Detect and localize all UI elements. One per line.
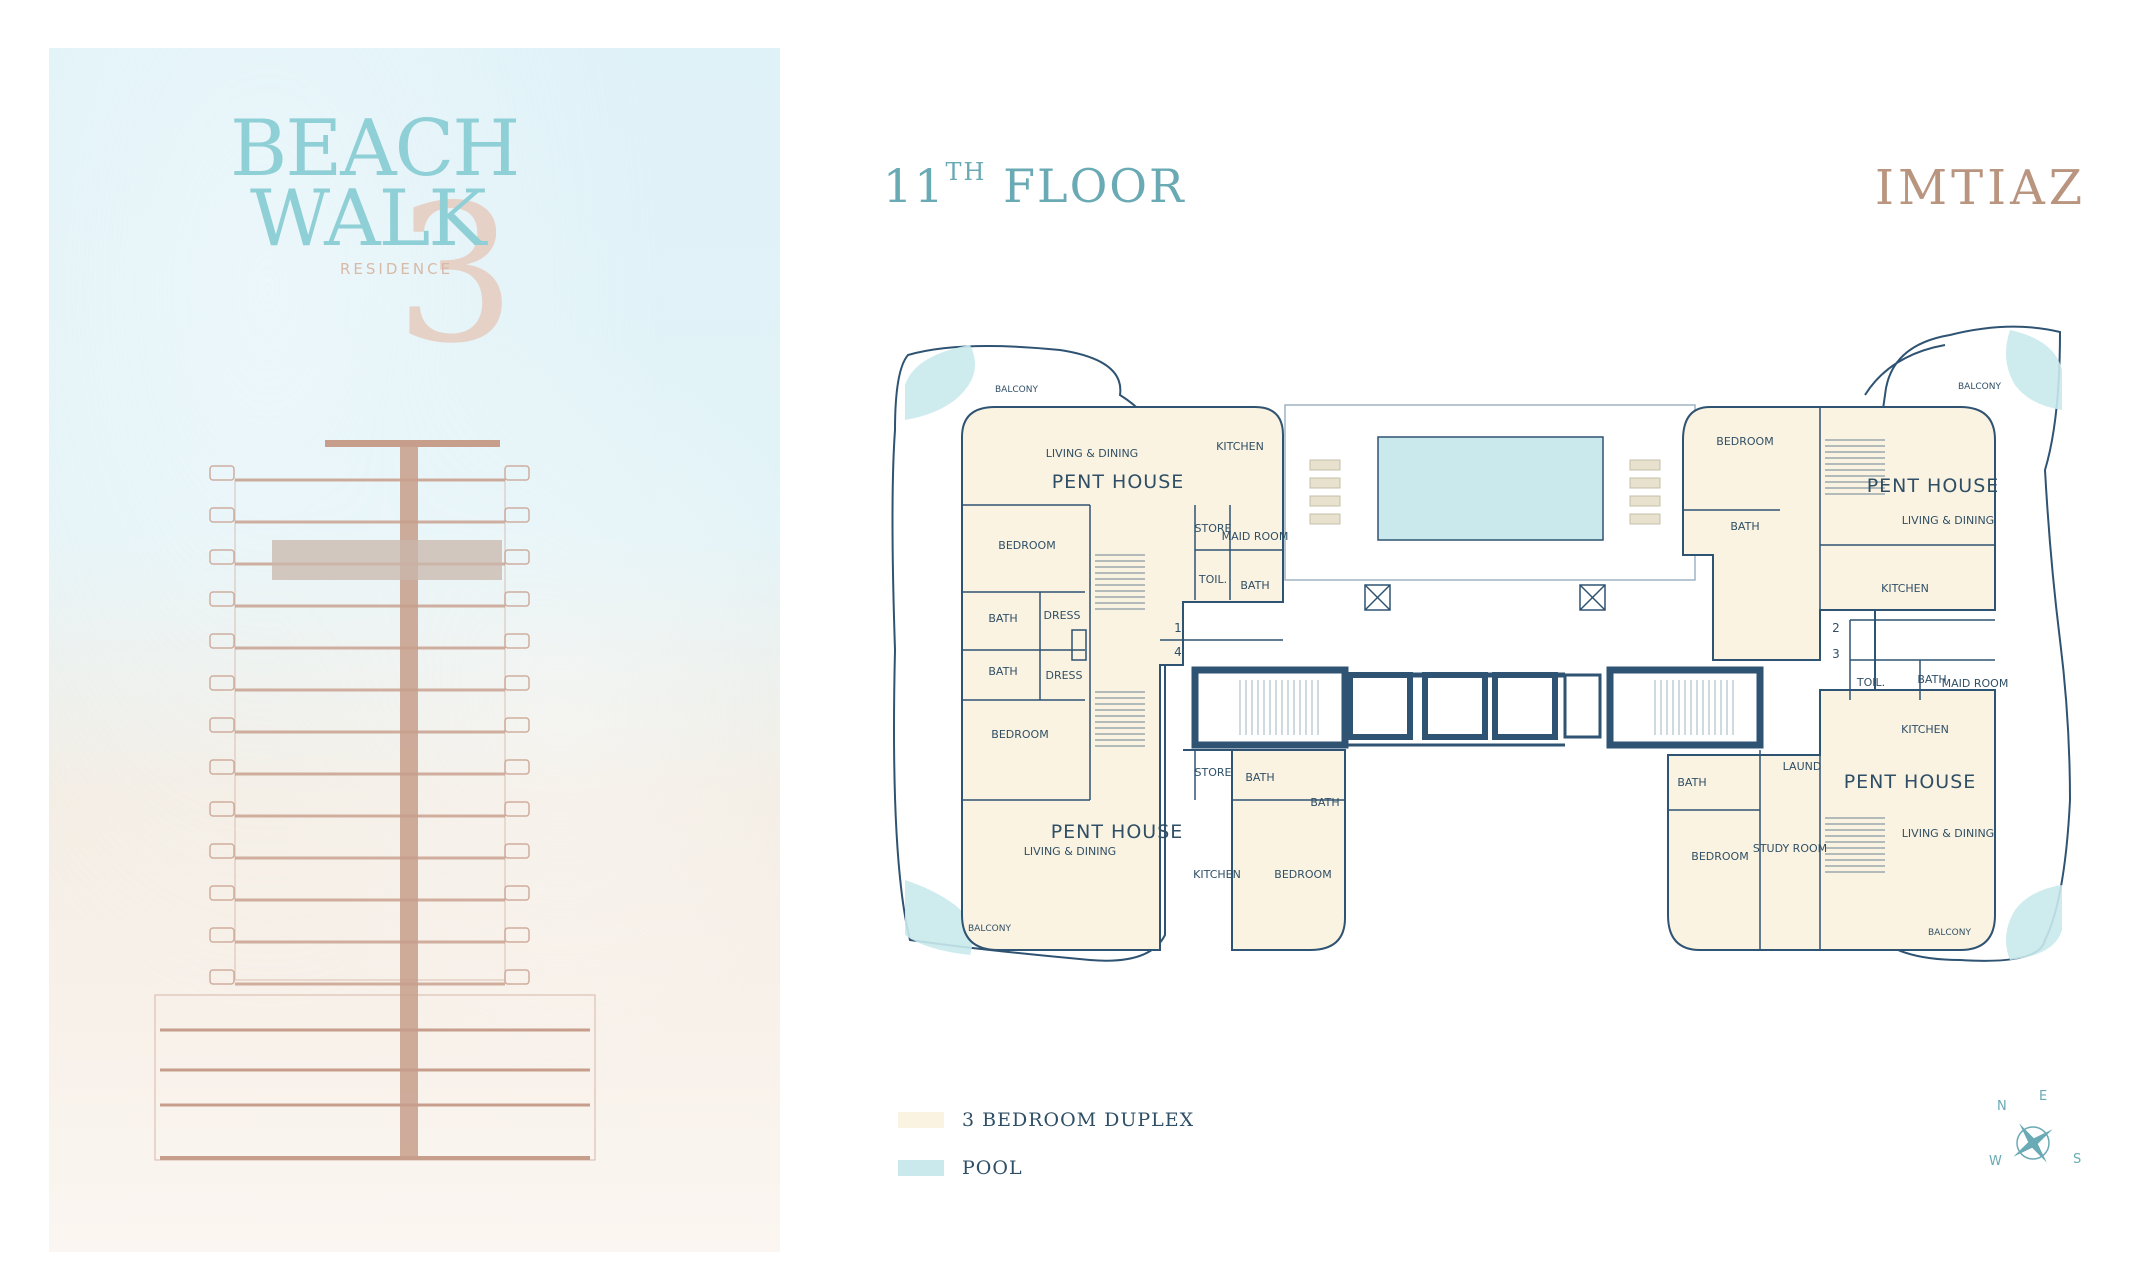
logo-subtitle: RESIDENCE — [340, 260, 454, 278]
floor-number: 11 — [883, 159, 946, 213]
balcony-label: BALCONY — [968, 924, 1011, 934]
room-label: BEDROOM — [1274, 868, 1331, 881]
floor-title: 11TH FLOOR — [883, 158, 1186, 213]
room-label: STORE — [1195, 522, 1232, 535]
legend-item-duplex: 3 BEDROOM DUPLEX — [898, 1096, 1194, 1144]
room-label: LIVING & DINING — [1902, 514, 1994, 527]
room-label: MAID ROOM — [1942, 677, 2009, 690]
compass-s: S — [2073, 1152, 2081, 1167]
highlight-floor — [272, 540, 502, 580]
logo-line-1: BEACH — [230, 104, 520, 194]
balcony-label: BALCONY — [1928, 928, 1971, 938]
compass-w: W — [1989, 1154, 2002, 1169]
room-label: BATH — [1730, 520, 1759, 533]
balcony-label: BALCONY — [995, 385, 1038, 395]
room-label: BATH — [1310, 796, 1339, 809]
brand-logo: IMTIAZ — [1875, 160, 2087, 216]
legend-label-duplex: 3 BEDROOM DUPLEX — [962, 1109, 1195, 1131]
unit-number: 4 — [1174, 645, 1182, 659]
compass-e: E — [2039, 1089, 2047, 1104]
unit-1-4 — [961, 406, 1284, 951]
floor-word: FLOOR — [1003, 159, 1186, 213]
compass-rose-icon: N E S W — [1989, 1089, 2081, 1169]
legend-item-pool: POOL — [898, 1144, 1194, 1192]
unit-number: 2 — [1832, 621, 1840, 635]
room-label: BATH — [1917, 673, 1946, 686]
unit-name: PENT HOUSE — [1844, 771, 1977, 793]
room-label: BATH — [1240, 579, 1269, 592]
legend-label-pool: POOL — [962, 1157, 1023, 1179]
room-label: BATH — [1245, 771, 1274, 784]
unit-number: 1 — [1174, 621, 1182, 635]
unit-name: PENT HOUSE — [1052, 471, 1185, 493]
room-label: KITCHEN — [1193, 868, 1241, 881]
legend: 3 BEDROOM DUPLEX POOL — [898, 1096, 1194, 1192]
room-label: DRESS — [1043, 609, 1080, 622]
room-label: LIVING & DINING — [1902, 827, 1994, 840]
logo-numeral: 3 — [395, 164, 516, 385]
room-label: LIVING & DINING — [1024, 845, 1116, 858]
beach-walk-logo: 3 BEACH WALK RESIDENCE — [230, 110, 590, 370]
room-label: TOIL. — [1856, 676, 1885, 689]
floor-suffix: TH — [945, 158, 987, 186]
building-elevation — [154, 440, 596, 1161]
unit-name: PENT HOUSE — [1867, 475, 2000, 497]
legend-swatch-duplex — [898, 1112, 944, 1128]
room-label: STUDY ROOM — [1753, 842, 1827, 855]
room-label: BEDROOM — [991, 728, 1048, 741]
room-label: BEDROOM — [998, 539, 1055, 552]
room-label: BEDROOM — [1691, 850, 1748, 863]
room-label: BATH — [988, 612, 1017, 625]
unit-2-3 — [1682, 406, 1996, 661]
room-label: DRESS — [1045, 669, 1082, 682]
room-label: KITCHEN — [1216, 440, 1264, 453]
room-label: MAID ROOM — [1222, 530, 1289, 543]
unit-name: PENT HOUSE — [1051, 821, 1184, 843]
room-label: KITCHEN — [1881, 582, 1929, 595]
room-label: STORE — [1195, 766, 1232, 779]
room-label: BATH — [1677, 776, 1706, 789]
legend-swatch-pool — [898, 1160, 944, 1176]
logo-line-2: WALK — [250, 174, 487, 264]
room-label: KITCHEN — [1901, 723, 1949, 736]
unit-number: 3 — [1832, 647, 1840, 661]
pool — [1377, 436, 1604, 541]
room-label: LIVING & DINING — [1046, 447, 1138, 460]
room-label: LAUND — [1783, 760, 1822, 773]
room-label: TOIL. — [1198, 573, 1227, 586]
compass-n: N — [1997, 1099, 2007, 1114]
room-label: BEDROOM — [1716, 435, 1773, 448]
floor-plan: LIVING & DINING KITCHEN STORE MAID ROOM … — [891, 325, 2072, 962]
balcony-label: BALCONY — [1958, 382, 2001, 392]
room-label: BATH — [988, 665, 1017, 678]
